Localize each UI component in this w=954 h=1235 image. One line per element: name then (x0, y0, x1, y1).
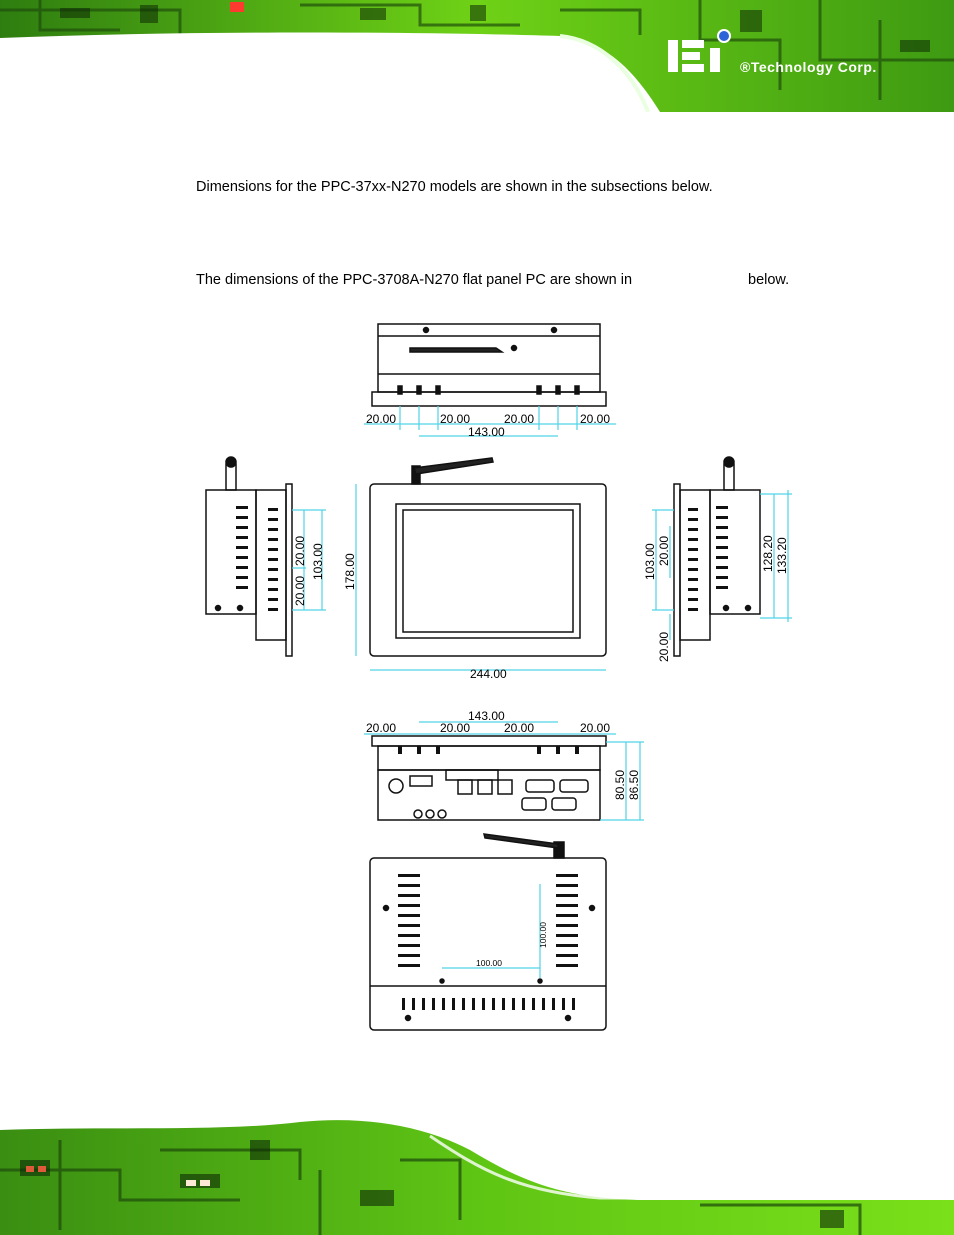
dim-bottom-20-b: 20.00 (440, 721, 470, 735)
dim-bottom-80: 80.50 (613, 770, 627, 800)
dim-bottom-20-d: 20.00 (580, 721, 610, 735)
intro-paragraph: Dimensions for the PPC-37xx-N270 models … (196, 179, 713, 195)
company-logo (668, 29, 731, 72)
dim-right-128: 128.20 (761, 535, 775, 572)
dim-right-133: 133.20 (775, 537, 789, 574)
dim-rear-height: 100.00 (538, 922, 548, 948)
dim-rear-width: 100.00 (476, 958, 502, 968)
dim-top-20-d: 20.00 (580, 412, 610, 426)
dim-bottom-20-c: 20.00 (504, 721, 534, 735)
dim-bottom-20-a: 20.00 (366, 721, 396, 735)
right-side-view (673, 456, 761, 657)
dimension-drawing: 20.00 20.00 20.00 20.00 143.00 20.00 20.… (205, 323, 792, 1031)
header-banner: ®Technology Corp. (0, 0, 954, 112)
rear-view (369, 833, 607, 1031)
dimensions-sentence-end: below. (748, 272, 790, 288)
top-view (371, 323, 607, 407)
dim-left-20-a: 20.00 (293, 536, 307, 566)
dim-top-20-b: 20.00 (440, 412, 470, 426)
dim-right-20-a: 20.00 (657, 536, 671, 566)
left-side-view (205, 456, 293, 657)
dim-top-20-c: 20.00 (504, 412, 534, 426)
dim-bottom-86: 86.50 (627, 770, 641, 800)
company-name: ®Technology Corp. (740, 59, 877, 75)
footer-banner (0, 1120, 954, 1235)
dim-front-height: 178.00 (343, 553, 357, 590)
dim-left-103: 103.00 (311, 543, 325, 580)
dimensions-sentence-start: The dimensions of the PPC-3708A-N270 fla… (196, 272, 633, 288)
dim-left-20-b: 20.00 (293, 576, 307, 606)
dim-bottom-143: 143.00 (468, 709, 505, 723)
dim-front-width: 244.00 (470, 667, 507, 681)
dim-right-20-b: 20.00 (657, 632, 671, 662)
dim-top-20-a: 20.00 (366, 412, 396, 426)
dim-top-143: 143.00 (468, 425, 505, 439)
bottom-io-view (371, 735, 607, 821)
front-view (369, 457, 607, 657)
dim-right-103: 103.00 (643, 543, 657, 580)
